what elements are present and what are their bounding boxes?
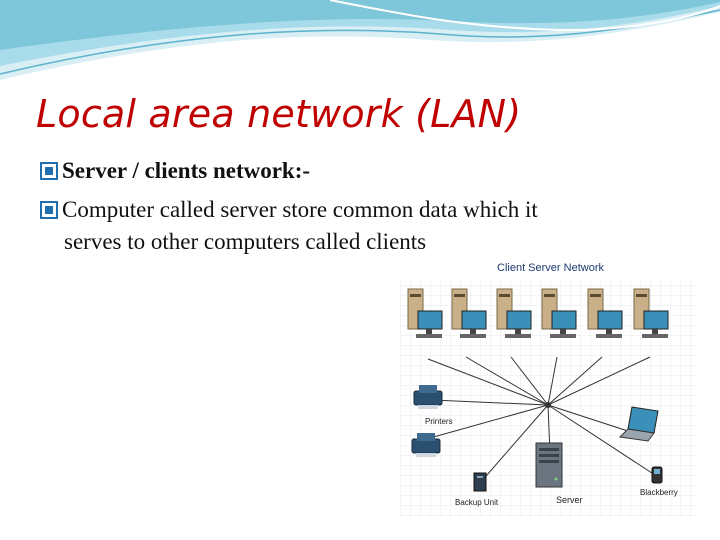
bullet-server-clients: Server / clients network:- xyxy=(40,158,310,184)
bullet-square-icon xyxy=(40,201,58,219)
printer-icon xyxy=(413,385,443,409)
server-icon xyxy=(535,442,563,488)
desktop-computer-icon xyxy=(587,288,623,338)
blackberry-icon xyxy=(651,466,663,484)
client-server-network-figure: Client Server Network Printers Backup Un… xyxy=(400,255,696,517)
bullet-text: Computer called server store common data… xyxy=(62,197,538,222)
slide-title: Local area network (LAN) xyxy=(36,92,522,136)
network-diagram xyxy=(400,255,696,517)
label-backup-unit: Backup Unit xyxy=(455,498,499,507)
laptop-icon xyxy=(618,406,659,442)
bullet-continuation: serves to other computers called clients xyxy=(64,229,427,254)
network-cables xyxy=(427,356,659,484)
bullet-computer-server: Computer called server store common data… xyxy=(40,197,538,223)
desktop-computer-icon xyxy=(633,288,669,338)
figure-title: Client Server Network xyxy=(497,262,604,274)
bullet-square-icon xyxy=(40,162,58,180)
label-blackberry: Blackberry xyxy=(640,488,678,497)
desktop-computer-icon xyxy=(541,288,577,338)
label-printers: Printers xyxy=(425,417,453,426)
backup-unit-icon xyxy=(473,472,487,492)
bullet-text: Server / clients network:- xyxy=(62,158,311,183)
label-server: Server xyxy=(556,495,583,505)
desktop-computer-icon xyxy=(496,288,532,338)
header-wave-decoration xyxy=(0,0,720,80)
printer-icon xyxy=(411,433,441,457)
desktop-computer-icon xyxy=(451,288,487,338)
desktop-computer-icon xyxy=(407,288,443,338)
